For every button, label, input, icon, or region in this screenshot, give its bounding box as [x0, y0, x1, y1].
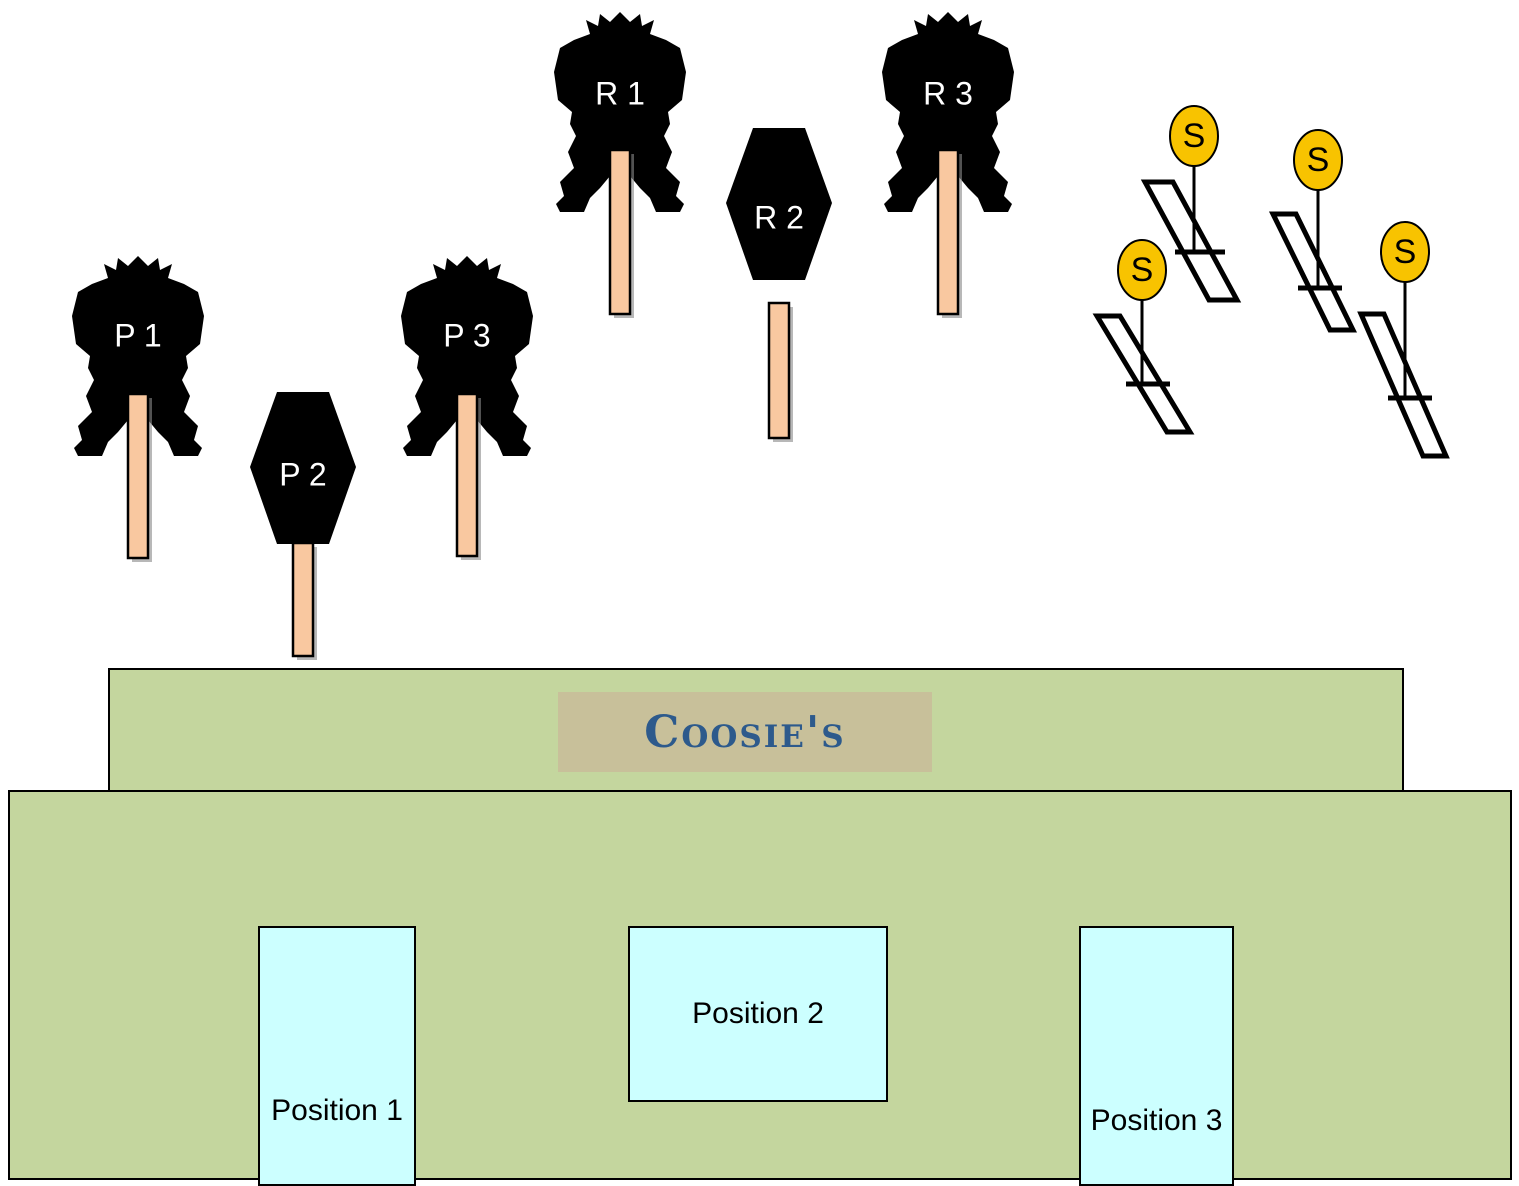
- position-3-box: Position 3: [1079, 926, 1234, 1186]
- position-1-box: Position 1: [258, 926, 416, 1186]
- r3-label: R 3: [923, 75, 973, 111]
- p1-label: P 1: [114, 317, 161, 353]
- building-sign-text: Coosie's: [644, 706, 846, 758]
- p3-silhouette: [401, 256, 533, 456]
- target-p2: P 2: [250, 392, 356, 660]
- s3-plate: [1117, 239, 1167, 301]
- s3-frame: [1092, 313, 1195, 435]
- target-r1: R 1: [554, 12, 686, 318]
- target-p1: P 1: [72, 256, 204, 562]
- position-3-label: Position 3: [1090, 1104, 1223, 1137]
- p2-label: P 2: [279, 456, 326, 492]
- target-p3: P 3: [401, 256, 533, 560]
- s1-frame: [1140, 179, 1242, 303]
- r1-label: R 1: [595, 75, 645, 111]
- s4-plate: [1380, 221, 1430, 283]
- target-r3: R 3: [882, 12, 1014, 318]
- p3-label: P 3: [443, 317, 490, 353]
- s2-label: S: [1307, 141, 1330, 179]
- s2-plate: [1293, 129, 1343, 191]
- position-2-label: Position 2: [692, 997, 824, 1030]
- target-r2: R 2: [726, 128, 832, 442]
- building-sign: Coosie's: [558, 692, 932, 772]
- s1-plate: [1169, 105, 1219, 167]
- p1-silhouette: [72, 256, 204, 456]
- spinner-s4: S: [1357, 221, 1450, 459]
- spinner-s3: S: [1092, 239, 1195, 435]
- p2-hexagon: [250, 392, 356, 544]
- r3-silhouette: [882, 12, 1014, 212]
- s3-label: S: [1131, 251, 1154, 289]
- position-2-box: Position 2: [628, 926, 888, 1102]
- r2-hexagon: [726, 128, 832, 280]
- r1-silhouette: [554, 12, 686, 212]
- s4-label: S: [1394, 233, 1417, 271]
- spinner-s2: S: [1268, 129, 1358, 333]
- s4-frame: [1357, 311, 1450, 459]
- s2-frame: [1268, 211, 1358, 333]
- s1-label: S: [1183, 117, 1206, 155]
- position-1-label: Position 1: [271, 1094, 403, 1127]
- spinner-s1: S: [1140, 105, 1242, 303]
- r2-label: R 2: [754, 199, 804, 235]
